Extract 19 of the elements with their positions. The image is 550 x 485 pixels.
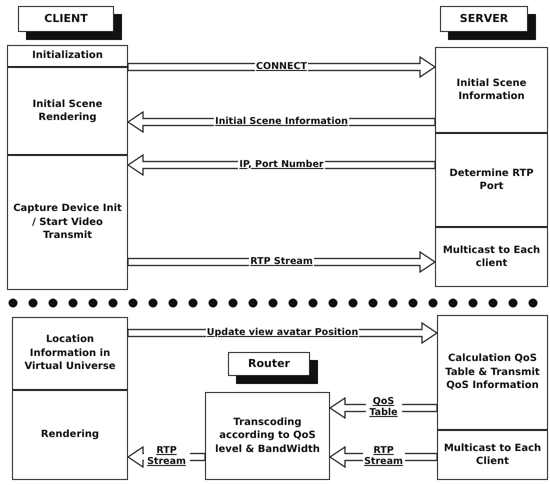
process-box: Determine RTP Port (435, 133, 548, 227)
edge-label: RTP Stream (362, 446, 404, 468)
edge-label: CONNECT (255, 62, 308, 72)
edge-label: Initial Scene Information (214, 116, 349, 128)
process-box: Initial Scene Information (435, 47, 548, 133)
edge-label: RTP Stream (144, 446, 190, 468)
process-box: Multicast to Each client (435, 227, 548, 287)
edge-label: QoS Table (366, 397, 402, 419)
edge-label: RTP Stream (249, 256, 314, 268)
process-box: Rendering (12, 390, 128, 480)
edge-label: Update view avatar Position (206, 328, 360, 338)
edge-label: IP, Port Number (238, 160, 325, 170)
process-box: Transcoding according to QoS level & BandWidth (205, 392, 330, 480)
process-box: Initial Scene Rendering (7, 67, 128, 155)
process-box: Location Information in Virtual Universe (12, 317, 128, 390)
process-box: Capture Device Init / Start Video Transmit (7, 155, 128, 290)
process-box: Multicast to Each Client (437, 430, 548, 480)
process-box: Calculation QoS Table & Transmit QoS Information (437, 315, 548, 430)
process-box: Initialization (7, 45, 128, 67)
